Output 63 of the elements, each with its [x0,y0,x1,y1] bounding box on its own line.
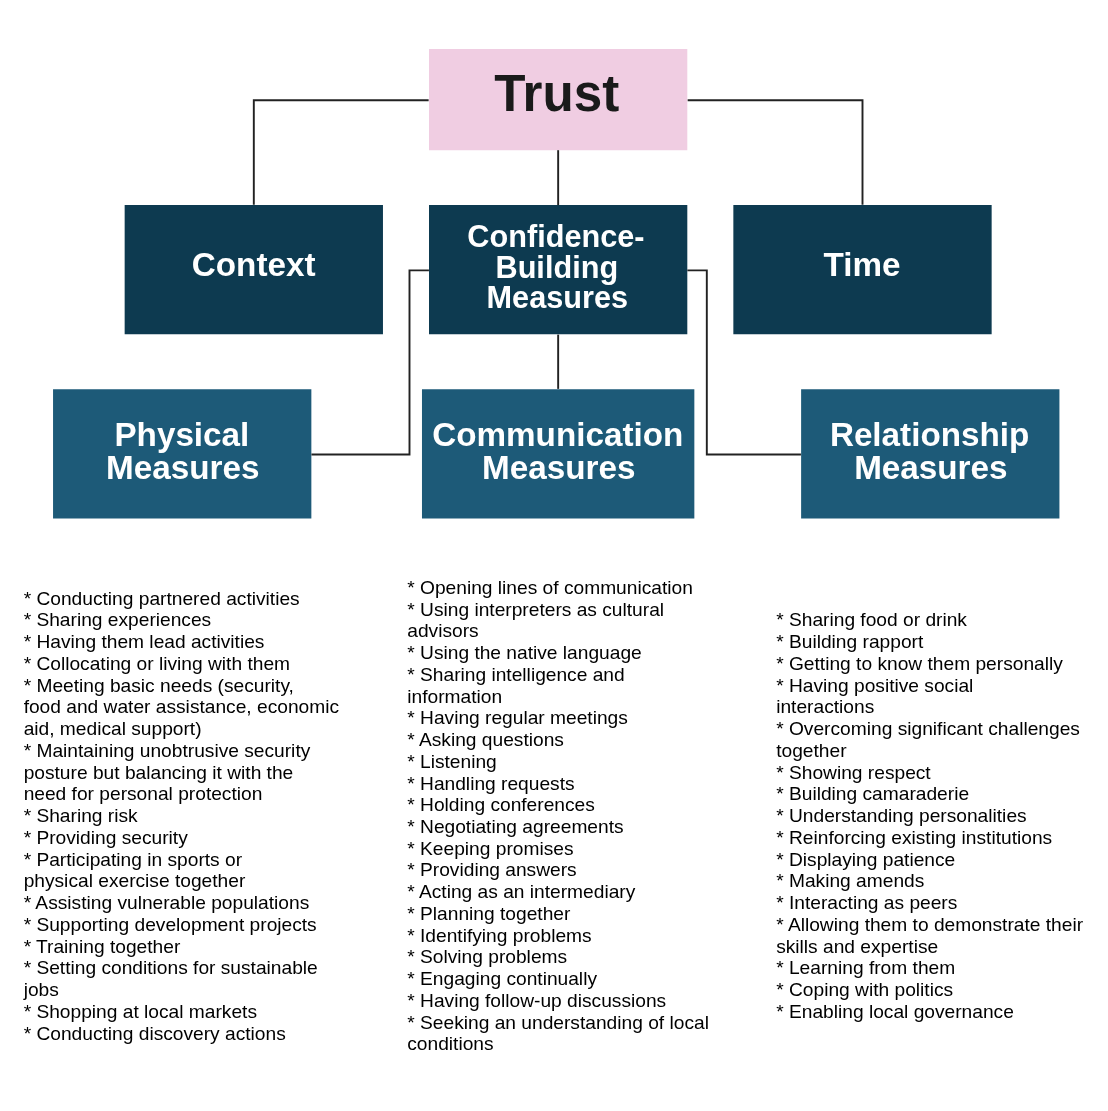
connector [686,99,864,206]
node-box: Trust [429,49,688,151]
node-label: * Solving problems [407,946,568,968]
node-label: * Identifying problems [407,924,592,946]
node-label: * Planning together [407,902,571,924]
node-label: * Having follow-up discussions [407,989,667,1011]
node-label: * Shopping at local markets [23,1000,258,1022]
node-label: * Allowing them to demonstrate their skills and expertise [776,913,1084,957]
connector [557,149,560,207]
node-label: * Maintaining unobtrusive security posture but balancing it with the need for personal protection [23,739,311,805]
node-box: Confidence-Building Measures [429,205,688,335]
node-box: Context [124,205,383,335]
node-label: * Keeping promises [407,837,574,859]
node-label: * Building rapport [776,631,924,653]
node-label: * Training together [23,935,181,957]
node-label: * Negotiating agreements [407,815,624,837]
node-label: * Sharing experiences [23,609,212,631]
node-label: * Having positive social interactions [776,674,974,718]
node-label: * Engaging continually [407,968,597,990]
node-label: * Sharing food or drink [776,609,967,631]
node-label: * Collocating or living with them [23,652,291,674]
node-label: * Meeting basic needs (security, food and water assistance, economic aid, medical support) [23,674,340,740]
node-label: * Learning from them [776,957,956,979]
node-label: * Getting to know them personally [776,652,1063,674]
node-label: * Providing answers [407,859,577,881]
node-label: * Listening [407,750,497,772]
node-label: * Setting conditions for sustainable jobs [23,957,318,1001]
node-label: * Having them lead activities [23,631,265,653]
node-label: * Showing respect [776,761,931,783]
connector [686,269,802,456]
connector [252,99,430,206]
node-label: * Building camaraderie [776,783,970,805]
node-label: * Opening lines of communication [407,576,693,598]
connector [557,333,560,390]
node-box: Time [733,205,992,335]
node-label: * Asking questions [407,729,564,751]
node-label: * Sharing risk [23,805,138,827]
connector [310,269,430,456]
node-box: Physical Measures [53,389,312,519]
node-label: * Using interpreters as cultural advisors [407,598,665,642]
node-label: * Displaying patience [776,848,956,870]
node-label: * Having regular meetings [407,707,628,729]
node-label: * Conducting discovery actions [23,1022,286,1044]
node-label: * Supporting development projects [23,913,317,935]
node-label: * Overcoming significant challenges together [776,718,1080,761]
node-label: * Enabling local governance [776,1000,1014,1022]
node-label: * Acting as an intermediary [407,881,636,903]
node-label: * Seeking an understanding of local conditions [407,1011,709,1055]
node-label: * Conducting partnered activities [23,587,300,609]
node-box: Communication Measures [421,389,695,519]
node-label: * Coping with politics [776,979,954,1001]
node-box: Relationship Measures [801,389,1060,519]
node-label: * Using the native language [407,642,642,664]
node-label: * Participating in sports or physical exercise together [23,848,246,892]
node-label: * Assisting vulnerable populations [23,892,310,914]
node-label: * Interacting as peers [776,892,958,914]
node-label: * Understanding personalities [776,805,1027,827]
node-label: * Holding conferences [407,794,595,816]
node-label: * Providing security [23,826,188,848]
node-label: * Making amends [776,870,925,892]
node-label: * Sharing intelligence and information [407,663,625,707]
node-label: * Handling requests [407,772,575,794]
node-label: * Reinforcing existing institutions [776,826,1053,848]
